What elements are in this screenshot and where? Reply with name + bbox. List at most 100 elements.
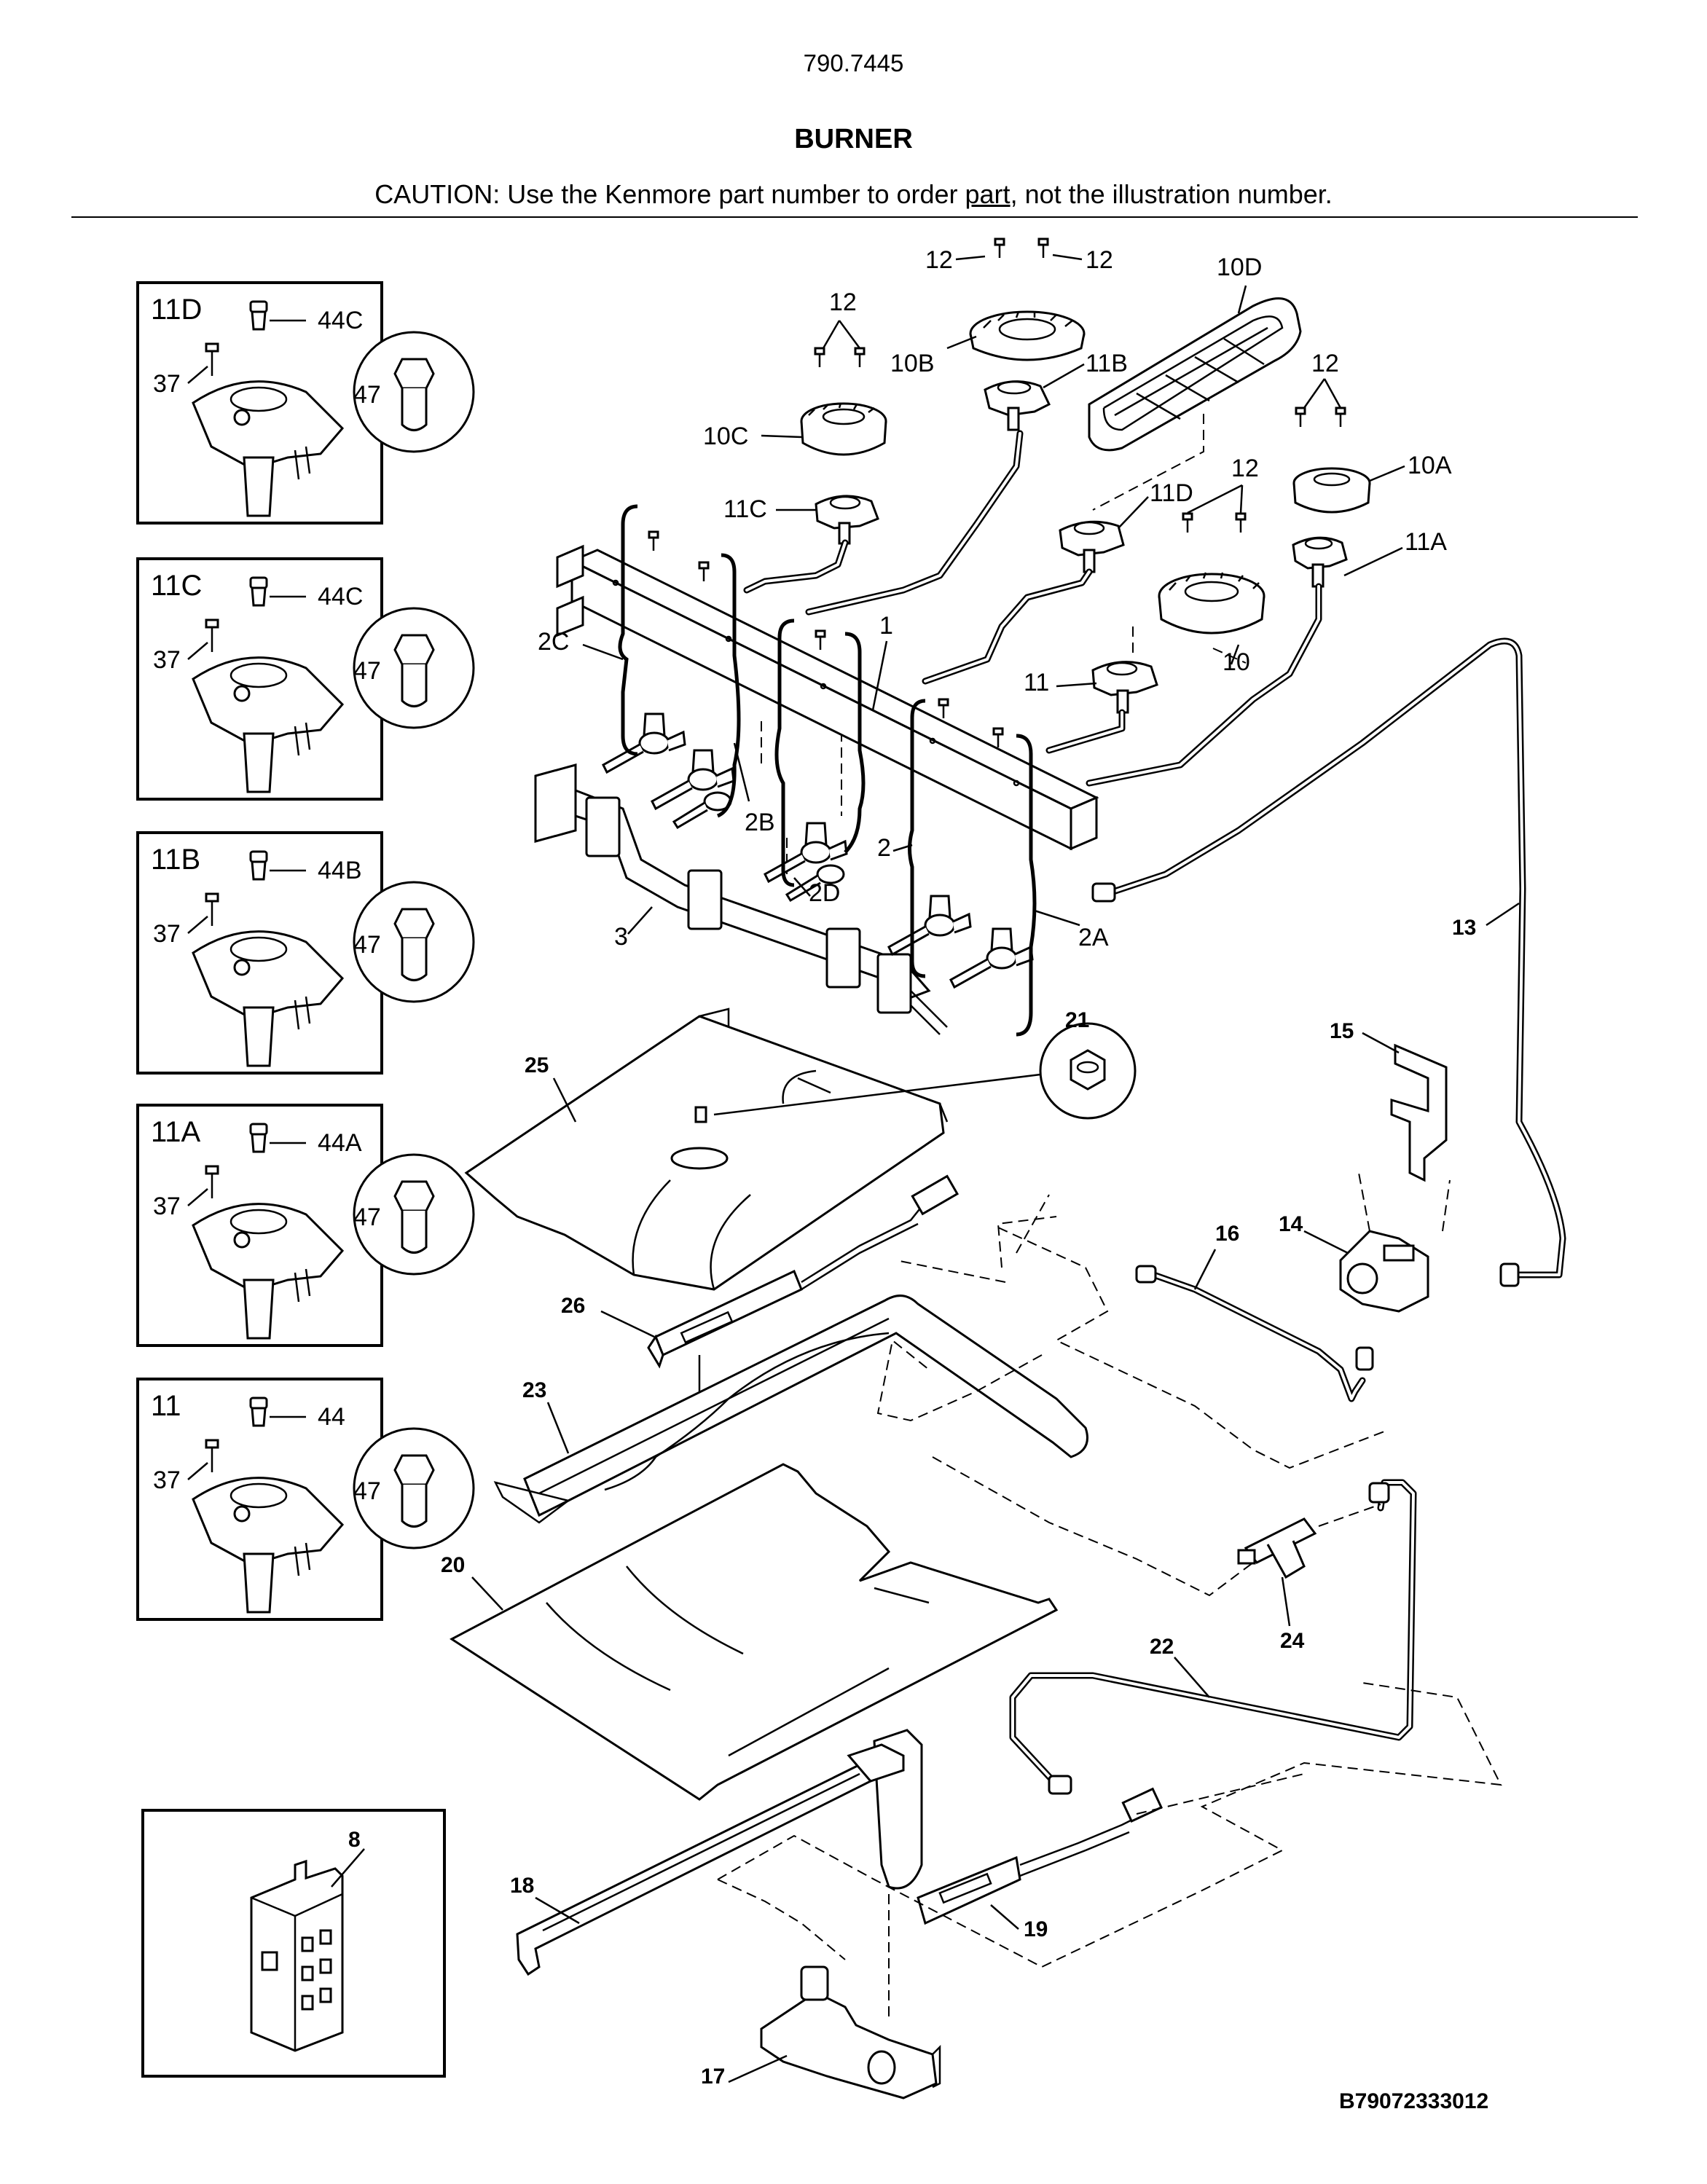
orifice-label: 47 bbox=[353, 1203, 381, 1231]
callout-2c: 2C bbox=[538, 628, 624, 661]
callout-label-p1: 1 bbox=[879, 612, 893, 640]
callout-8: 8 bbox=[348, 1828, 361, 1852]
callout-18: 18 bbox=[510, 1874, 580, 1925]
caution-part-link: part bbox=[965, 179, 1011, 209]
callout-label-p12c: 12 bbox=[829, 288, 857, 316]
inset-label: 11C bbox=[151, 570, 202, 602]
callout-26: 26 bbox=[561, 1294, 655, 1338]
orifice-label: 47 bbox=[353, 657, 381, 685]
spark-module-drawing bbox=[250, 1859, 344, 2052]
callout-label-p11: 11 bbox=[1024, 669, 1049, 696]
callout-label-p22: 22 bbox=[1150, 1635, 1174, 1659]
callout-21: 21 bbox=[1065, 1008, 1089, 1032]
callout-20: 20 bbox=[441, 1553, 503, 1611]
orifice-callout-circle bbox=[353, 607, 475, 729]
callout-label-p23: 23 bbox=[522, 1378, 546, 1402]
callout-11c: 11C bbox=[723, 495, 816, 523]
burner-head-10B bbox=[969, 310, 1086, 361]
callout-label-p2D: 2D bbox=[809, 879, 840, 907]
inset-seat-drawing bbox=[192, 1397, 345, 1614]
callout-label-p10D: 10D bbox=[1217, 254, 1262, 281]
callout-10c: 10C bbox=[703, 423, 802, 450]
screw-label: 37 bbox=[153, 1193, 181, 1220]
document-number: B79072333012 bbox=[1339, 2089, 1489, 2113]
igniter-26 bbox=[647, 1174, 960, 1391]
cap-label: 44C bbox=[318, 307, 363, 334]
callout-13: 13 bbox=[1452, 902, 1520, 940]
callout-label-p2B: 2B bbox=[745, 809, 775, 836]
burner-seat-11D bbox=[1059, 520, 1125, 573]
valve-extra-2 bbox=[672, 791, 732, 830]
regulator-14 bbox=[1339, 1230, 1429, 1313]
burner-seat-11 bbox=[1091, 661, 1158, 714]
orifice-label: 47 bbox=[353, 931, 381, 959]
valves bbox=[602, 712, 1034, 989]
cap-label: 44C bbox=[318, 583, 363, 610]
callout-12: 12 bbox=[1303, 350, 1342, 409]
inset-seat-drawing bbox=[192, 576, 345, 793]
callout-label-p12e: 12 bbox=[1231, 455, 1259, 482]
callout-label-p10B: 10B bbox=[890, 350, 935, 377]
callout-3: 3 bbox=[614, 906, 653, 951]
inset-seat-drawing bbox=[192, 1123, 345, 1340]
callout-22: 22 bbox=[1150, 1635, 1210, 1698]
callout-label-p16: 16 bbox=[1215, 1222, 1239, 1246]
screw-label: 37 bbox=[153, 920, 181, 948]
header-divider bbox=[71, 216, 1638, 218]
cap-label: 44 bbox=[318, 1403, 345, 1431]
orifice-label: 47 bbox=[353, 381, 381, 409]
inset-label: 11A bbox=[151, 1116, 201, 1148]
caution-text: CAUTION: Use the Kenmore part number to … bbox=[374, 179, 965, 209]
screw-label: 37 bbox=[153, 646, 181, 674]
orifice-callout-circle bbox=[353, 331, 475, 453]
burner-head-10D bbox=[1088, 297, 1302, 452]
cap-label: 44A bbox=[318, 1129, 362, 1157]
callout-label-p15: 15 bbox=[1330, 1019, 1354, 1043]
lower-assembly bbox=[450, 1007, 1502, 2099]
callout-12: 12 bbox=[822, 288, 861, 349]
cap-label: 44B bbox=[318, 857, 362, 884]
callout-label-p11C: 11C bbox=[723, 495, 767, 523]
callout-label-p3: 3 bbox=[614, 923, 628, 951]
screws-12 bbox=[648, 237, 1346, 747]
burner-tubes bbox=[743, 430, 1566, 1287]
callout-label-p14: 14 bbox=[1279, 1212, 1303, 1236]
valve-braces bbox=[618, 504, 1037, 1037]
inset-seat-drawing bbox=[192, 300, 345, 517]
callout-label-p2: 2 bbox=[877, 834, 891, 862]
callout-10b: 10B bbox=[890, 335, 977, 377]
callout-label-p18: 18 bbox=[510, 1874, 534, 1898]
inset-label: 11D bbox=[151, 294, 202, 326]
broiler-burner-18 bbox=[516, 1729, 923, 1976]
nut-21 bbox=[713, 1022, 1137, 1120]
bracket-15 bbox=[1390, 1043, 1448, 1182]
caution-note: CAUTION: Use the Kenmore part number to … bbox=[0, 179, 1707, 210]
callout-label-p10A: 10A bbox=[1408, 452, 1452, 479]
callout-label-p10C: 10C bbox=[703, 423, 748, 450]
valve-5 bbox=[949, 927, 1034, 989]
callout-17: 17 bbox=[701, 2054, 788, 2089]
callout-label-p13: 13 bbox=[1452, 916, 1476, 940]
callout-1: 1 bbox=[871, 612, 893, 711]
orifice-callout-circle bbox=[353, 881, 475, 1003]
callout-label-p12b: 12 bbox=[1086, 246, 1113, 274]
callout-label-p20: 20 bbox=[441, 1553, 465, 1577]
callout-label-p19: 19 bbox=[1024, 1917, 1048, 1941]
valve-1 bbox=[602, 712, 686, 774]
callout-label-p2A: 2A bbox=[1078, 924, 1109, 951]
orifice-callout-circle bbox=[353, 1153, 475, 1276]
inset-label: 11 bbox=[151, 1390, 181, 1422]
callout-label-p24: 24 bbox=[1280, 1629, 1305, 1653]
callout-label-p21: 21 bbox=[1065, 1008, 1089, 1032]
orifice-callout-circle bbox=[353, 1427, 475, 1549]
inset-panel-2: 11C 37 44C 47 bbox=[136, 557, 475, 801]
callout-label-p11A: 11A bbox=[1405, 528, 1447, 556]
valve-2 bbox=[651, 749, 735, 811]
callout-11: 11 bbox=[1024, 669, 1097, 696]
igniter-19 bbox=[917, 1787, 1163, 1925]
